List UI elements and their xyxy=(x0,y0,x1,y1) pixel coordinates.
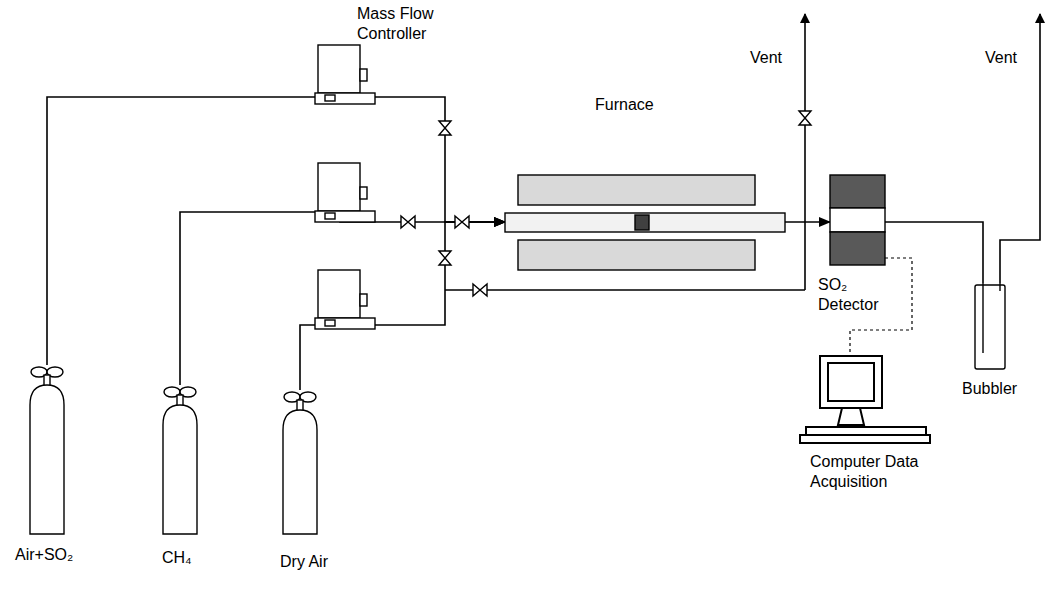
valve xyxy=(473,284,487,296)
valve xyxy=(401,216,415,228)
node-label: Furnace xyxy=(595,95,695,115)
node-label: Air+SO₂ xyxy=(15,545,95,565)
node-label: Dry Air xyxy=(280,552,360,572)
computer-shape xyxy=(800,355,930,445)
node-label: Bubbler xyxy=(962,379,1037,399)
valve xyxy=(439,251,451,265)
mass-flow-controller xyxy=(315,270,375,329)
bypass-line xyxy=(445,289,805,291)
mass-flow-controller-shape xyxy=(315,45,375,105)
gas-line xyxy=(300,222,505,390)
gas-line xyxy=(47,97,315,365)
gas-cylinder: Air+SO₂ xyxy=(15,365,95,565)
mass-flow-controller: Mass Flow Controller xyxy=(315,0,457,105)
node-label: Mass Flow Controller xyxy=(357,4,457,44)
gas-line xyxy=(375,97,505,222)
node-label: Computer Data Acquisition xyxy=(810,452,950,492)
gas-cylinder: Dry Air xyxy=(280,390,360,572)
so2-detector-shape xyxy=(830,175,885,265)
gas-line xyxy=(885,222,983,283)
furnace-shape xyxy=(505,175,785,270)
computer: Computer Data Acquisition xyxy=(800,355,950,492)
gas-line xyxy=(180,212,505,385)
valve xyxy=(439,121,451,135)
furnace: Furnace xyxy=(505,95,785,270)
gas-cylinder-shape xyxy=(160,385,200,535)
valve xyxy=(455,216,469,228)
gas-line xyxy=(785,221,830,223)
so2-detector: SO₂ Detector xyxy=(815,175,898,315)
bubbler: Bubbler xyxy=(960,283,1037,399)
vent-label: Vent xyxy=(750,48,782,68)
node-label: CH₄ xyxy=(162,548,222,568)
vent-line xyxy=(804,14,806,290)
gas-cylinder: CH₄ xyxy=(160,385,222,568)
bubbler-shape xyxy=(973,283,1007,371)
gas-cylinder-shape xyxy=(280,390,320,535)
gas-cylinder-shape xyxy=(27,365,67,535)
node-label: SO₂ Detector xyxy=(818,275,898,315)
mass-flow-controller xyxy=(315,163,375,222)
vent-label: Vent xyxy=(985,48,1017,68)
valve xyxy=(799,111,811,125)
